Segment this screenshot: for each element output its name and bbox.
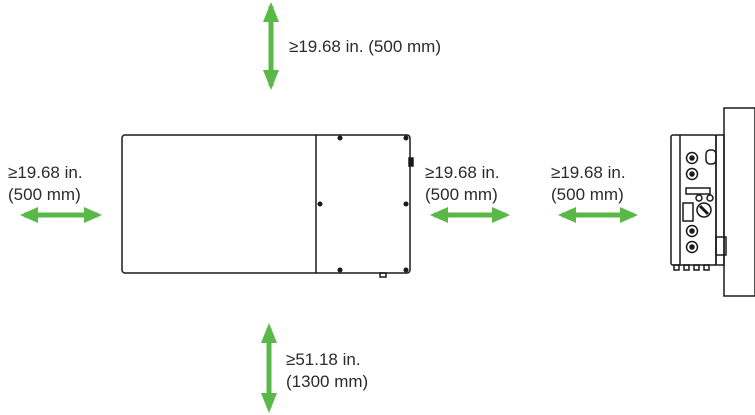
top-arrow-head-down — [263, 70, 279, 90]
top-arrow-head-up — [263, 2, 279, 22]
bottom-clearance-label: ≥51.18 in. (1300 mm) — [286, 350, 369, 391]
left-clearance-arrow-icon — [20, 207, 102, 223]
left-clearance-label: ≥19.68 in. (500 mm) — [8, 163, 83, 204]
side-clearance-label: ≥19.68 in. (500 mm) — [551, 163, 626, 204]
right-clearance-label: ≥19.68 in. (500 mm) — [425, 163, 500, 204]
bottom-arrow-head-down — [261, 393, 277, 413]
inverter-front-outline — [121, 134, 414, 278]
right-clearance-arrow-icon — [430, 207, 510, 223]
bottom-arrow-head-up — [261, 323, 277, 343]
top-clearance-label: ≥19.68 in. (500 mm) — [289, 37, 442, 56]
side-clearance-arrow-icon — [558, 207, 638, 223]
inverter-side-outline — [670, 107, 755, 297]
